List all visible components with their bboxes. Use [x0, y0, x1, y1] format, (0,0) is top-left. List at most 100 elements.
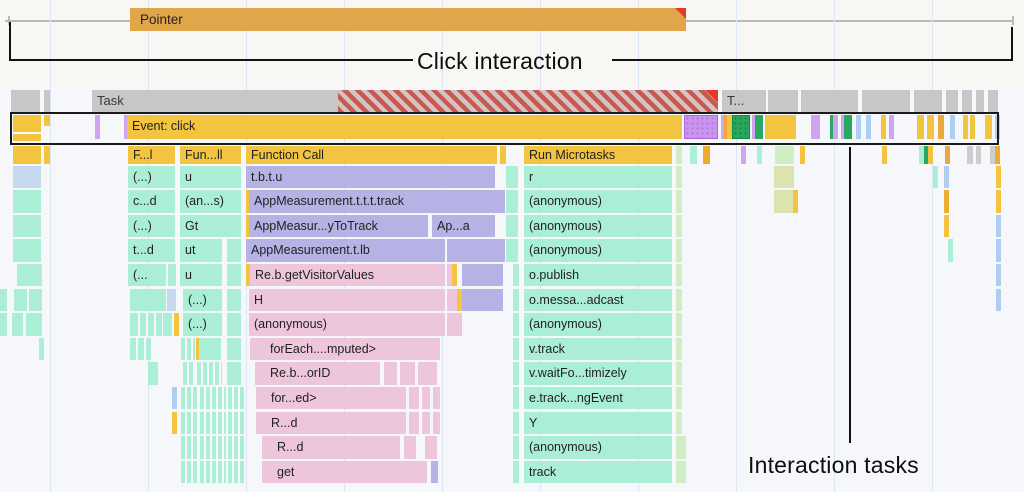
flame-fragment[interactable]: [44, 115, 50, 126]
flame-fragment[interactable]: [924, 145, 929, 164]
flame-fragment[interactable]: [404, 436, 416, 459]
flame-entry[interactable]: (...): [183, 288, 222, 311]
flame-fragment[interactable]: [703, 145, 710, 164]
flame-entry[interactable]: (...: [128, 263, 166, 287]
flame-fragment[interactable]: [995, 145, 1000, 164]
event-row-fragment[interactable]: [815, 115, 820, 139]
flame-fragment[interactable]: [996, 239, 1001, 262]
flame-fragment[interactable]: [246, 190, 251, 213]
flame-entry[interactable]: Re.b...orID: [265, 362, 380, 385]
flame-fragment[interactable]: [450, 288, 455, 311]
flame-fragment[interactable]: [506, 214, 518, 238]
flame-fragment[interactable]: [181, 411, 198, 434]
flame-fragment[interactable]: [260, 362, 265, 385]
flame-fragment[interactable]: [919, 145, 924, 164]
flame-fragment[interactable]: [513, 460, 519, 484]
flame-entry[interactable]: ut: [180, 239, 222, 262]
flame-fragment[interactable]: [148, 362, 158, 385]
flame-fragment[interactable]: [452, 263, 457, 287]
flame-fragment[interactable]: [267, 460, 272, 484]
flame-fragment[interactable]: [256, 411, 261, 434]
flame-fragment[interactable]: [167, 288, 176, 311]
flame-fragment[interactable]: [676, 190, 682, 213]
flame-fragment[interactable]: [513, 263, 519, 287]
flame-fragment[interactable]: [13, 214, 41, 238]
flame-fragment[interactable]: [944, 190, 949, 213]
flame-fragment[interactable]: [676, 239, 682, 262]
event-row-fragment[interactable]: [830, 115, 835, 139]
pointer-interaction-bar[interactable]: Pointer: [130, 8, 686, 31]
flame-entry[interactable]: for...ed>: [266, 386, 406, 410]
flame-entry[interactable]: AppMeasur...yToTrack: [249, 214, 428, 238]
event-click-bar[interactable]: Event: click: [127, 115, 682, 139]
flame-entry[interactable]: c...d: [128, 190, 175, 213]
flame-fragment[interactable]: [453, 288, 458, 311]
flame-fragment[interactable]: [267, 436, 272, 459]
task-fragment[interactable]: [801, 90, 858, 112]
task-fragment[interactable]: [44, 90, 50, 112]
event-row-fragment[interactable]: [938, 115, 944, 139]
flame-fragment[interactable]: [431, 460, 438, 484]
flame-fragment[interactable]: [433, 386, 440, 410]
flame-fragment[interactable]: [944, 165, 949, 188]
flame-fragment[interactable]: [200, 411, 226, 434]
flame-entry[interactable]: Ap...a: [432, 214, 495, 238]
flame-fragment[interactable]: [882, 145, 887, 164]
flame-fragment[interactable]: [676, 460, 681, 484]
flame-fragment[interactable]: [741, 145, 746, 164]
event-row-fragment[interactable]: [727, 115, 732, 139]
flame-fragment[interactable]: [775, 145, 794, 164]
flame-fragment[interactable]: [676, 288, 682, 311]
flame-fragment[interactable]: [676, 165, 682, 188]
task-fragment[interactable]: [976, 90, 984, 112]
flame-fragment[interactable]: [262, 460, 267, 484]
flame-fragment[interactable]: [13, 115, 41, 132]
flame-entry[interactable]: u: [180, 263, 222, 287]
task-fragment[interactable]: [988, 90, 998, 112]
flame-fragment[interactable]: [181, 436, 198, 459]
flame-fragment[interactable]: [13, 165, 41, 188]
flame-fragment[interactable]: [676, 214, 682, 238]
flame-fragment[interactable]: [513, 362, 519, 385]
flame-fragment[interactable]: [457, 239, 505, 262]
flame-entry[interactable]: (anonymous): [524, 313, 672, 336]
flame-fragment[interactable]: [506, 190, 518, 213]
task-fragment[interactable]: [867, 90, 910, 112]
flame-fragment[interactable]: [450, 239, 455, 262]
flame-fragment[interactable]: [130, 337, 136, 361]
flame-fragment[interactable]: [261, 386, 266, 410]
flame-fragment[interactable]: [409, 386, 419, 410]
flame-entry[interactable]: (anonymous): [524, 190, 672, 213]
flame-fragment[interactable]: [174, 313, 179, 336]
flame-entry[interactable]: Gt: [180, 214, 241, 238]
event-row-fragment[interactable]: [721, 115, 726, 139]
flame-fragment[interactable]: [168, 263, 176, 287]
flame-entry[interactable]: H: [249, 288, 445, 311]
flame-entry[interactable]: (an...s): [180, 190, 241, 213]
task-fragment[interactable]: [914, 90, 919, 112]
flame-fragment[interactable]: [255, 337, 260, 361]
flame-fragment[interactable]: [506, 165, 518, 188]
event-row-fragment[interactable]: [833, 115, 838, 139]
flame-fragment[interactable]: [513, 313, 519, 336]
event-row-fragment[interactable]: [881, 115, 886, 139]
flame-fragment[interactable]: [676, 313, 682, 336]
flame-fragment[interactable]: [967, 145, 973, 164]
flame-fragment[interactable]: [228, 411, 245, 434]
flame-entry[interactable]: t.b.t.u: [246, 165, 495, 188]
event-row-fragment[interactable]: [917, 115, 924, 139]
flame-fragment[interactable]: [14, 288, 27, 311]
flame-fragment[interactable]: [976, 145, 981, 164]
flame-fragment[interactable]: [148, 313, 154, 336]
flame-fragment[interactable]: [676, 362, 682, 385]
flame-fragment[interactable]: [996, 263, 1001, 287]
flame-entry[interactable]: o.publish: [524, 263, 672, 287]
event-row-fragment[interactable]: [889, 115, 894, 139]
flame-fragment[interactable]: [255, 362, 260, 385]
flame-fragment[interactable]: [172, 386, 177, 410]
flame-fragment[interactable]: [199, 337, 221, 361]
event-row-fragment[interactable]: [732, 115, 750, 139]
flame-fragment[interactable]: [227, 362, 241, 385]
event-row-fragment[interactable]: [765, 115, 796, 139]
flame-fragment[interactable]: [447, 263, 452, 287]
